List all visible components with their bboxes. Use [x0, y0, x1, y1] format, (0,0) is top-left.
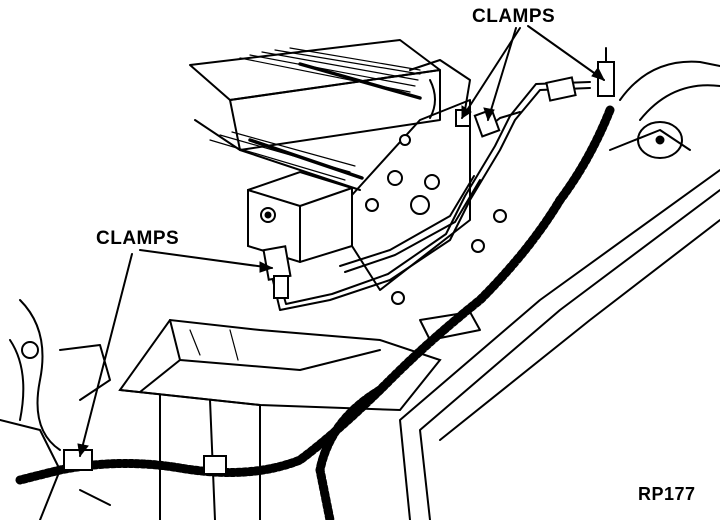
inner-fender [399, 169, 720, 520]
lower-clamps [0, 245, 292, 520]
figure-code: RP177 [638, 484, 696, 504]
leader-lines-top [461, 25, 605, 122]
strut-tower [609, 60, 720, 159]
clamps-label-left: CLAMPS [96, 228, 180, 249]
cowl-tray [118, 318, 442, 520]
leader-lines-left [77, 249, 274, 458]
pump-block [247, 59, 471, 291]
clamps-label-top: CLAMPS [472, 6, 556, 27]
wiring-harness [15, 105, 615, 520]
cylinder-head [189, 39, 441, 191]
fasteners [391, 209, 507, 341]
